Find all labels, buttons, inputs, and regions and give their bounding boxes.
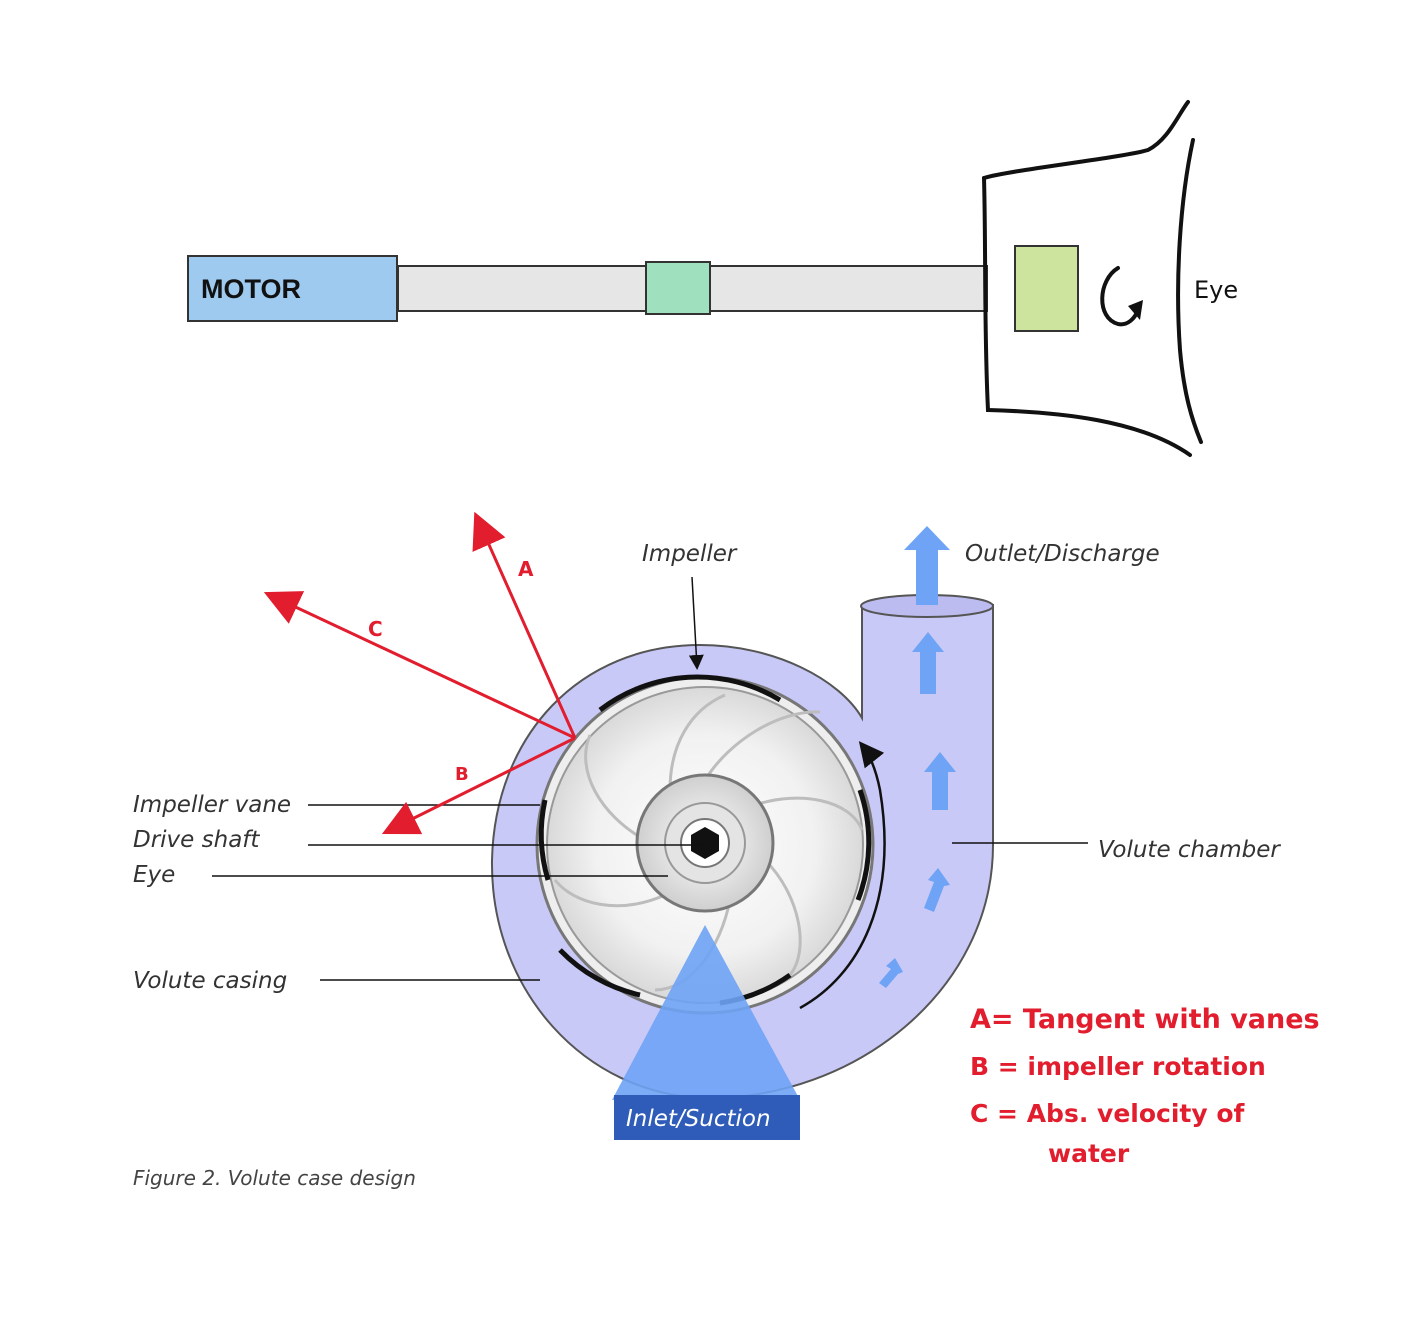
annotation-legend: A= Tangent with vanes B = impeller rotat… xyxy=(970,1004,1320,1168)
legend-line-a: A= Tangent with vanes xyxy=(970,1004,1320,1035)
shaft-right xyxy=(710,266,987,311)
legend-line-b: B = impeller rotation xyxy=(970,1052,1266,1081)
pump-diagram: Inlet/Suction Impeller Outlet/Discharge … xyxy=(133,526,1281,1190)
top-shaft-diagram: MOTOR Eye xyxy=(188,102,1238,455)
outlet-arrow-icon xyxy=(904,526,950,605)
legend-line-c: C = Abs. velocity of xyxy=(970,1099,1246,1128)
inlet-label: Inlet/Suction xyxy=(626,1106,771,1132)
volute-casing-label: Volute casing xyxy=(133,968,287,994)
motor-label: MOTOR xyxy=(201,274,301,304)
figure-caption: Figure 2. Volute case design xyxy=(133,1166,416,1190)
shaft-left xyxy=(398,266,646,311)
outlet-label: Outlet/Discharge xyxy=(965,541,1160,567)
drive-shaft-label: Drive shaft xyxy=(133,827,260,853)
legend-line-c-cont: water xyxy=(1048,1139,1130,1168)
impeller-block xyxy=(1015,246,1078,331)
eye-label: Eye xyxy=(133,862,175,888)
casing-outline xyxy=(984,102,1188,178)
vector-a-label: A xyxy=(518,557,534,581)
impeller-label: Impeller xyxy=(642,541,738,567)
vector-a xyxy=(478,520,575,738)
impeller-vane-label: Impeller vane xyxy=(133,792,291,818)
rotation-arrow-icon xyxy=(1102,268,1138,324)
coupling-box xyxy=(646,262,710,314)
vector-c-label: C xyxy=(368,617,383,641)
volute-chamber-label: Volute chamber xyxy=(1098,837,1281,863)
eye-label-top: Eye xyxy=(1194,276,1238,304)
vector-b-label: B xyxy=(455,764,469,785)
vector-c xyxy=(272,596,575,738)
